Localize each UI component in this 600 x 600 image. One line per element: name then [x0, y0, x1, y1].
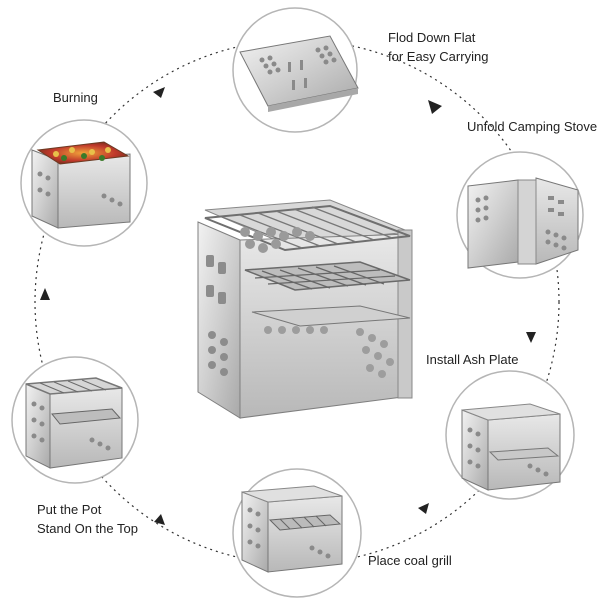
caption-install-ash-plate: Install Ash Plate	[426, 350, 519, 369]
step-flat-fold-image	[232, 7, 359, 133]
step-coal-grill-image	[232, 468, 362, 598]
caption-line: Stand On the Top	[37, 521, 138, 536]
main-stove-image	[197, 199, 413, 419]
caption-line: Install Ash Plate	[426, 352, 519, 367]
caption-line: Unfold Camping Stove	[467, 119, 598, 134]
arrow-icon-1	[428, 100, 442, 114]
direction-arrows	[40, 87, 536, 525]
caption-unfold-camping-stove: Unfold Camping Stove	[467, 117, 597, 136]
step-unfold-image	[456, 151, 584, 279]
caption-line: Place coal grill	[368, 553, 452, 568]
caption-line: Flod Down Flat	[388, 30, 476, 45]
arrow-icon-3	[418, 503, 429, 514]
arrow-icon-2	[526, 332, 536, 343]
caption-flod-down-flat: Flod Down Flat for Easy Carrying	[388, 28, 488, 66]
caption-place-coal-grill: Place coal grill	[368, 551, 452, 570]
caption-line: Put the Pot	[37, 502, 102, 517]
caption-line: for Easy Carrying	[388, 49, 489, 64]
step-ash-plate-image	[445, 370, 575, 500]
caption-burning: Burning	[53, 88, 98, 107]
caption-line: Burning	[53, 90, 98, 105]
caption-put-the-pot: Put the Pot Stand On the Top	[37, 500, 138, 538]
arrow-icon-4	[154, 514, 165, 525]
arrow-icon-6	[153, 87, 165, 98]
cycle-path	[34, 39, 560, 565]
arrow-icon-5	[40, 288, 50, 300]
step-pot-stand-image	[11, 356, 139, 484]
step-burning-image	[20, 119, 148, 247]
